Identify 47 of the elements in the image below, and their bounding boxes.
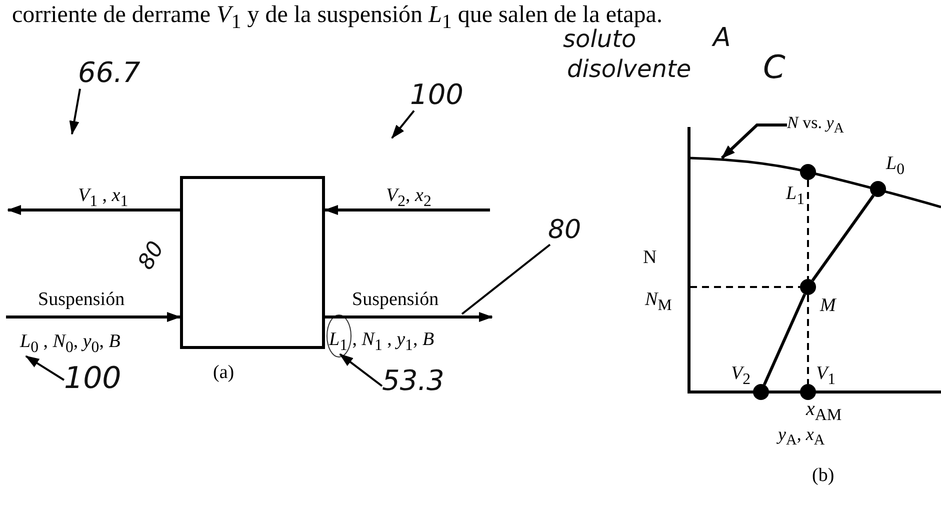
axis-tick-label: x$_{AM}$ (806, 398, 842, 424)
handwritten-note: 100 (410, 80, 464, 111)
point-label: L$_{0}$ (886, 154, 904, 178)
handwritten-note: 80 (134, 238, 170, 274)
stream-variables: L$_{1}$ , N$_{1}$ , y$_{1}$, B (329, 330, 434, 354)
annotation-arrow (339, 353, 383, 387)
equilibrium-curve (688, 156, 796, 170)
axis-tick-label: N$_{M}$ (645, 290, 672, 314)
point-marker (800, 164, 816, 180)
point-label: V$_{2}$ (731, 364, 751, 388)
stream-arrow (6, 312, 181, 322)
handwritten-note: 53.3 (382, 366, 444, 397)
connector-line (762, 294, 806, 386)
point-marker (800, 279, 816, 295)
annotation-arrow (391, 110, 415, 139)
stream-arrow (7, 205, 180, 215)
axis-label: y$_{A}$, x$_{A}$ (778, 425, 825, 450)
stage-box (180, 176, 325, 349)
connector-line (807, 180, 809, 279)
handwritten-note: A (713, 24, 731, 53)
connector-line (807, 295, 809, 384)
handwritten-note: disolvente (567, 56, 692, 82)
edge-label: V$_{2}$, x$_{2}$ (386, 186, 432, 210)
point-label: M (820, 296, 836, 317)
stream-arrow (325, 312, 493, 322)
point-marker (753, 384, 769, 400)
edge-label: Suspensión (38, 290, 125, 311)
leader-line (720, 124, 787, 160)
handwritten-note: 80 (548, 216, 582, 245)
panel-label: (b) (812, 466, 834, 487)
handwritten-note: 100 (64, 362, 122, 395)
annotation-arrow (25, 355, 65, 381)
point-label: V$_{1}$ (816, 364, 836, 388)
point-marker (870, 181, 886, 197)
handwritten-note: 66.7 (78, 58, 140, 89)
point-marker (800, 384, 816, 400)
annotation-arrow (69, 88, 81, 135)
curve-label: N vs. y$_{A}$ (787, 114, 844, 137)
stream-variables: L$_{0}$ , N$_{0}$, y$_{0}$, B (20, 332, 120, 356)
edge-label: V$_{1}$ , x$_{1}$ (78, 186, 128, 210)
point-label: L$_{1}$ (786, 184, 804, 208)
edge-label: Suspensión (352, 290, 439, 311)
connector-line (811, 194, 875, 282)
stream-arrow (324, 205, 490, 215)
panel-label: (a) (213, 363, 234, 384)
axis-label: N (643, 248, 657, 269)
handwritten-note: C (763, 50, 786, 86)
